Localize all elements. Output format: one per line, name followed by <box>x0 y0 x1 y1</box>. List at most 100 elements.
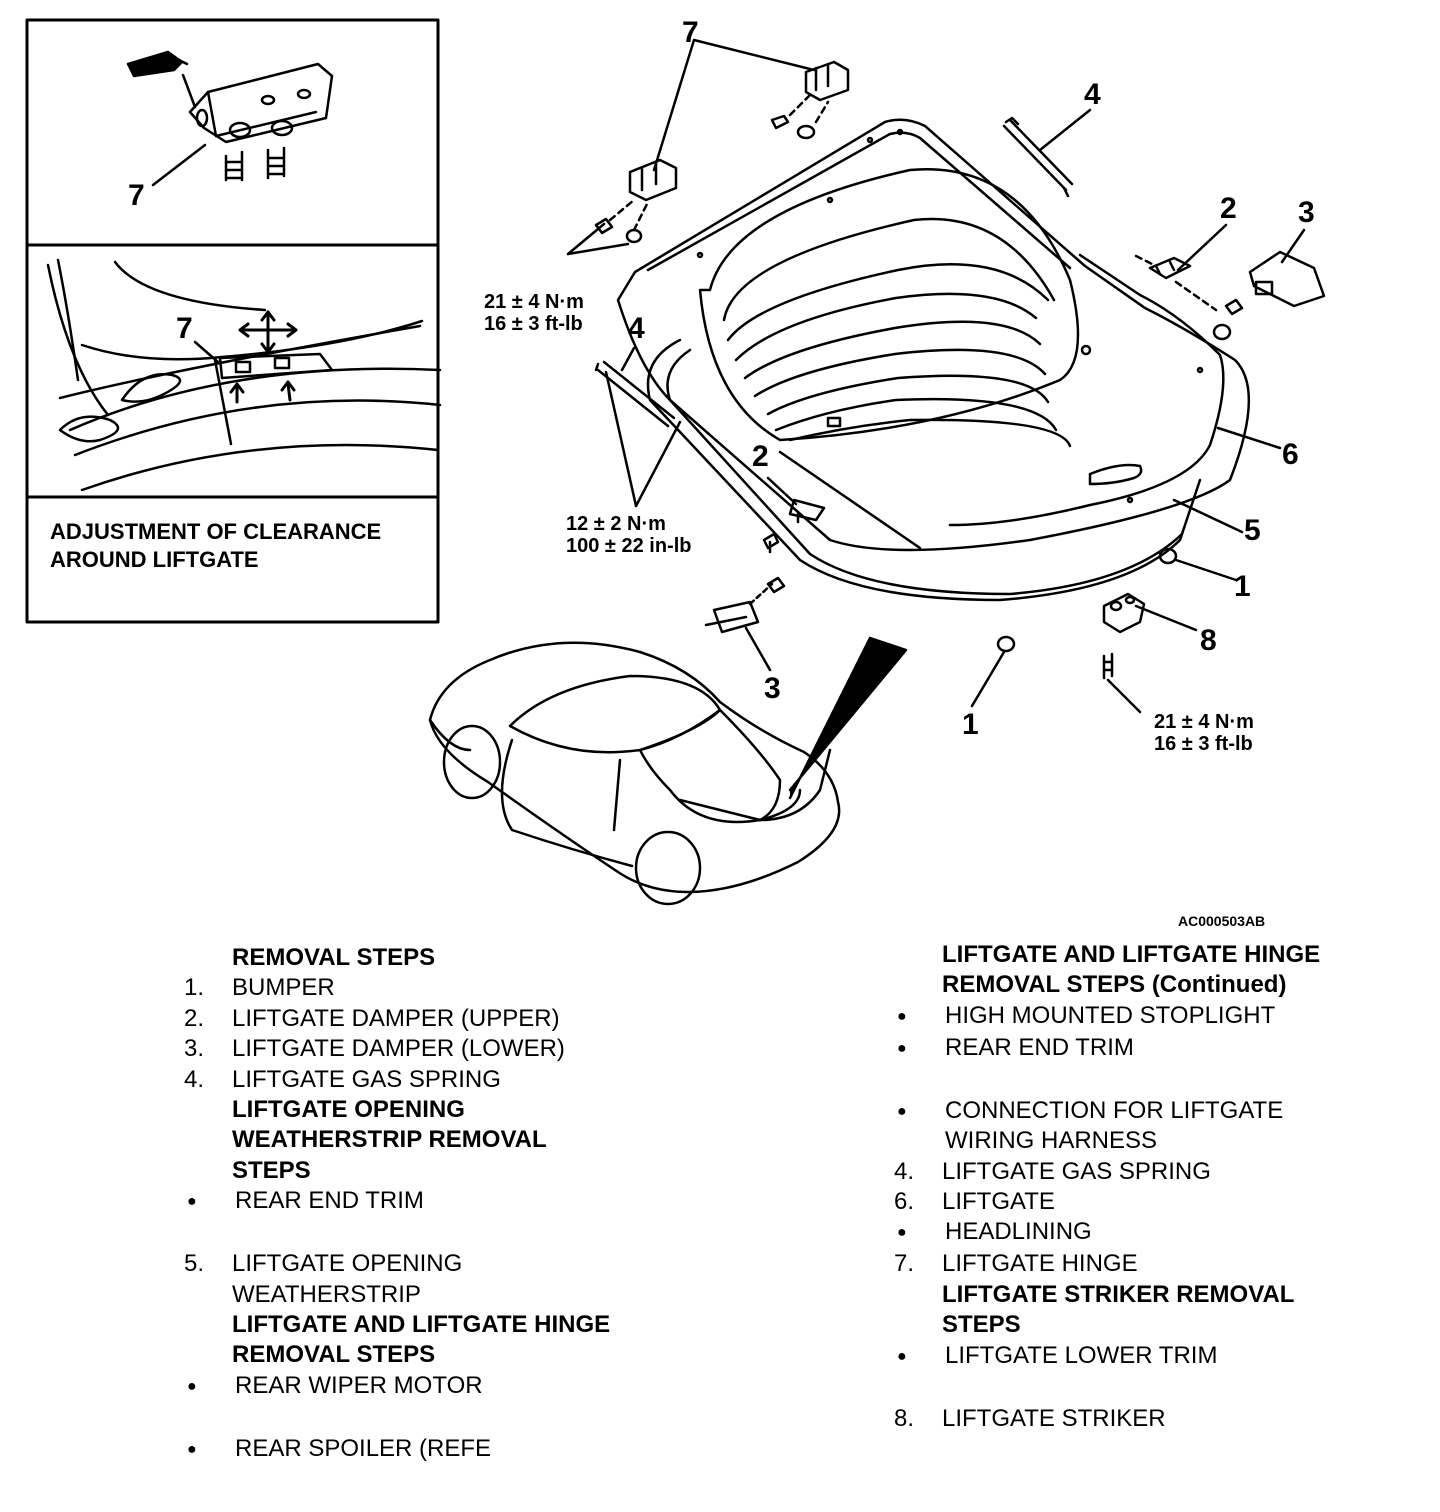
step-text: LIFTGATE OPENING WEATHERSTRIP <box>232 1250 463 1308</box>
step-number: 3. <box>184 1035 205 1063</box>
step-group-heading: LIFTGATE AND LIFTGATE HINGE REMOVAL STEP… <box>894 940 1414 1001</box>
step-list-item: ● REAR SPOILER (REFE <box>184 1434 744 1466</box>
step-list-item: ● CONNECTION FOR LIFTGATE WIRING HARNESS <box>894 1096 1414 1157</box>
figure-reference-code: AC000503AB <box>1178 913 1266 929</box>
torque-hinge-line1: 21 ± 4 N·m <box>484 291 584 313</box>
step-list-item: 5. LIFTGATE OPENING WEATHERSTRIP <box>184 1249 744 1310</box>
step-list-item: ●REAR END TRIM <box>184 1186 744 1218</box>
list-spacer <box>894 1373 1414 1404</box>
list-spacer <box>184 1403 744 1434</box>
inset-callout-bottom: 7 <box>176 312 193 345</box>
callout-3-upper: 3 <box>1298 196 1315 229</box>
step-text: LIFTGATE DAMPER (UPPER) <box>232 1004 560 1032</box>
step-text: LIFTGATE OPENING WEATHERSTRIP REMOVAL ST… <box>232 1096 547 1184</box>
step-text: HIGH MOUNTED STOPLIGHT <box>945 1001 1276 1029</box>
step-list-item: 2. LIFTGATE DAMPER (UPPER) <box>184 1004 744 1034</box>
step-number: 4. <box>894 1157 915 1185</box>
callout-2-upper: 2 <box>1220 192 1237 225</box>
step-text: LIFTGATE DAMPER (LOWER) <box>232 1035 565 1063</box>
torque-striker-line2: 16 ± 3 ft-lb <box>1154 733 1253 755</box>
step-text: HEADLINING <box>945 1218 1092 1246</box>
step-text: CONNECTION FOR LIFTGATE WIRING HARNESS <box>945 1096 1284 1155</box>
liftgate-hinge-parts <box>594 60 850 244</box>
leader-lines <box>566 38 1306 714</box>
step-text: BUMPER <box>232 974 335 1002</box>
step-text: LIFTGATE GAS SPRING <box>232 1065 501 1093</box>
liftgate-panel-drawing <box>616 118 1250 602</box>
torque-hinge-line2: 16 ± 3 ft-lb <box>484 313 583 335</box>
inset-caption: ADJUSTMENT OF CLEARANCE AROUND LIFTGATE <box>50 518 381 574</box>
step-number: 4. <box>184 1065 205 1093</box>
callout-1-bottom: 1 <box>962 708 979 741</box>
step-list-item: ● LIFTGATE LOWER TRIM <box>894 1341 1414 1373</box>
step-list-item: 6. LIFTGATE <box>894 1187 1414 1217</box>
step-text: REMOVAL STEPS <box>232 944 436 971</box>
gas-spring-parts <box>594 116 1074 428</box>
torque-spring-line2: 100 ± 22 in-lb <box>566 535 691 557</box>
callout-3-lower: 3 <box>764 672 781 705</box>
step-list-item: ● REAR WIPER MOTOR <box>184 1371 744 1403</box>
step-number <box>184 1310 232 1371</box>
step-text: LIFTGATE <box>942 1188 1055 1216</box>
bullet-marker: ● <box>897 1102 907 1120</box>
callout-1-right: 1 <box>1234 570 1251 603</box>
inset-caption-line2: AROUND LIFTGATE <box>50 547 259 572</box>
step-text: LIFTGATE LOWER TRIM <box>945 1341 1218 1369</box>
step-number <box>184 943 232 973</box>
step-text: LIFTGATE STRIKER <box>942 1404 1166 1432</box>
torque-striker-line1: 21 ± 4 N·m <box>1154 711 1254 733</box>
step-group-heading: LIFTGATE STRIKER REMOVAL STEPS <box>894 1280 1414 1341</box>
exploded-liftgate-diagram: 7 7 <box>25 16 1326 906</box>
step-text: REAR WIPER MOTOR <box>235 1371 483 1399</box>
step-list-item: 7. LIFTGATE HINGE <box>894 1249 1414 1279</box>
step-list-item: 3. LIFTGATE DAMPER (LOWER) <box>184 1034 744 1064</box>
bullet-marker: ● <box>187 1440 197 1458</box>
step-number: 2. <box>184 1004 205 1032</box>
step-group-heading: LIFTGATE OPENING WEATHERSTRIP REMOVAL ST… <box>184 1095 744 1186</box>
removal-steps-left-column: REMOVAL STEPS 1. BUMPER 2. LIFTGATE DAMPER (… <box>184 943 744 1466</box>
step-list-item: ●HEADLINING <box>894 1217 1414 1249</box>
step-list-item: 4. LIFTGATE GAS SPRING <box>184 1065 744 1095</box>
step-number <box>894 1280 942 1341</box>
inset-caption-line1: ADJUSTMENT OF CLEARANCE <box>50 519 382 544</box>
callout-2-lower: 2 <box>752 440 769 473</box>
bullet-marker: ● <box>897 1007 907 1025</box>
step-number: 1. <box>184 974 205 1002</box>
step-text: REAR SPOILER (REFE <box>235 1434 492 1462</box>
callout-4-left: 4 <box>628 312 645 345</box>
step-group-heading: REMOVAL STEPS <box>184 943 744 973</box>
step-number: 7. <box>894 1250 915 1278</box>
inset-panel <box>25 18 440 624</box>
bullet-marker: ● <box>187 1377 197 1395</box>
step-group-heading: LIFTGATE AND LIFTGATE HINGE REMOVAL STEP… <box>184 1310 744 1371</box>
vehicle-locator-drawing <box>428 636 908 906</box>
step-text: LIFTGATE STRIKER REMOVAL STEPS <box>942 1280 1295 1339</box>
step-text: LIFTGATE HINGE <box>942 1250 1138 1278</box>
step-list-item: ● HIGH MOUNTED STOPLIGHT <box>894 1001 1414 1033</box>
bullet-marker: ● <box>187 1193 197 1211</box>
callout-4-upper: 4 <box>1084 78 1101 111</box>
damper-and-striker-parts <box>704 250 1326 680</box>
bullet-marker: ● <box>897 1039 907 1057</box>
step-text: REAR END TRIM <box>945 1033 1134 1061</box>
torque-spring-line1: 12 ± 2 N·m <box>566 513 666 535</box>
step-list-item: 4. LIFTGATE GAS SPRING <box>894 1157 1414 1187</box>
list-spacer <box>894 1065 1414 1096</box>
step-number <box>894 940 942 1001</box>
step-text: LIFTGATE AND LIFTGATE HINGE REMOVAL STEP… <box>232 1311 611 1369</box>
callout-8: 8 <box>1200 624 1217 657</box>
step-list-item: ● REAR END TRIM <box>894 1033 1414 1065</box>
bullet-marker: ● <box>897 1347 907 1365</box>
removal-steps-right-column: LIFTGATE AND LIFTGATE HINGE REMOVAL STEP… <box>894 940 1414 1434</box>
step-number: 6. <box>894 1188 915 1216</box>
step-list-item: 8.LIFTGATE STRIKER <box>894 1404 1414 1434</box>
step-list-item: 1. BUMPER <box>184 973 744 1003</box>
hinge-detail-drawing <box>126 50 334 187</box>
callout-6: 6 <box>1282 438 1299 471</box>
clearance-adjustment-drawing <box>46 258 442 492</box>
step-number <box>184 1095 232 1186</box>
inset-callout-top: 7 <box>128 179 145 212</box>
step-text: LIFTGATE GAS SPRING <box>942 1157 1211 1185</box>
step-number: 5. <box>184 1250 205 1278</box>
callout-7: 7 <box>682 16 699 49</box>
